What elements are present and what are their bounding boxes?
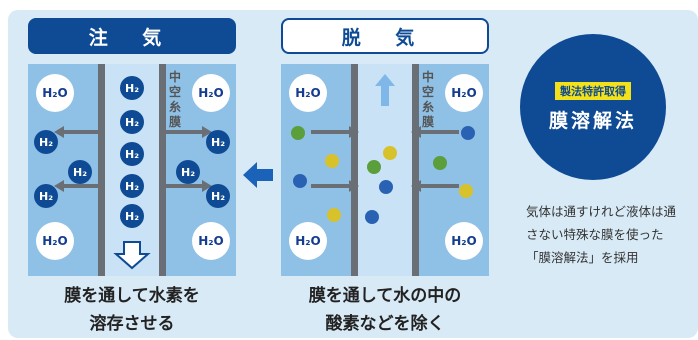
h2-molecule: H₂ [120, 76, 144, 100]
gas-dot-yellow [327, 208, 341, 222]
degassing-title: 脱 気 [281, 18, 489, 54]
gas-dot-yellow [383, 146, 397, 160]
injection-caption: 膜を通して水素を 溶存させる [64, 286, 200, 334]
method-name: 膜溶解法 [548, 109, 637, 132]
arrow-left-icon [243, 162, 273, 188]
h2-molecule: H₂ [120, 110, 144, 134]
gas-dot-blue [461, 126, 475, 140]
h2-molecule: H₂ [120, 204, 144, 228]
h2o-molecule: H₂O [445, 74, 483, 112]
h2o-molecule: H₂O [36, 74, 74, 112]
injection-panel: H₂O H₂O H₂O H₂O H₂ H₂ H₂ H₂ H₂ H₂ H₂ H₂ … [28, 64, 236, 276]
patent-tag: 製法特許取得 [555, 81, 631, 100]
method-note: 気体は通すけれど液体は通さない特殊な膜を使った「膜溶解法」を採用 [526, 204, 677, 265]
gas-dot-green [291, 126, 305, 140]
gas-dot-yellow [325, 154, 339, 168]
gas-dot-yellow [459, 184, 473, 198]
degassing-caption: 膜を通して水の中の 酸素などを除く [308, 286, 462, 334]
h2-molecule: H₂ [120, 174, 144, 198]
h2-molecule: H₂ [34, 130, 58, 154]
gas-dot-blue [379, 180, 393, 194]
membrane-wall-left [98, 64, 105, 276]
gas-dot-blue [293, 174, 307, 188]
gas-dot-green [367, 160, 381, 174]
membrane-wall-right [412, 64, 419, 276]
membrane-label: 中空糸膜 [168, 70, 181, 129]
membrane-label: 中空糸膜 [421, 70, 434, 129]
h2o-molecule: H₂O [36, 222, 74, 260]
gas-dot-blue [365, 210, 379, 224]
h2o-molecule: H₂O [445, 222, 483, 260]
degassing-panel: H₂O H₂O H₂O H₂O 中空糸膜 [281, 64, 489, 276]
h2-molecule: H₂ [68, 160, 92, 184]
h2o-molecule: H₂O [289, 222, 327, 260]
h2-molecule: H₂ [206, 130, 230, 154]
h2-molecule: H₂ [120, 142, 144, 166]
method-badge: 製法特許取得 膜溶解法 [520, 34, 666, 180]
injection-title: 注 気 [28, 18, 236, 54]
membrane-wall-left [351, 64, 358, 276]
h2o-molecule: H₂O [192, 74, 230, 112]
h2-molecule: H₂ [176, 160, 200, 184]
h2o-molecule: H₂O [289, 74, 327, 112]
membrane-wall-right [159, 64, 166, 276]
gas-dot-green [433, 156, 447, 170]
h2o-molecule: H₂O [192, 222, 230, 260]
h2-molecule: H₂ [34, 184, 58, 208]
h2-molecule: H₂ [206, 184, 230, 208]
